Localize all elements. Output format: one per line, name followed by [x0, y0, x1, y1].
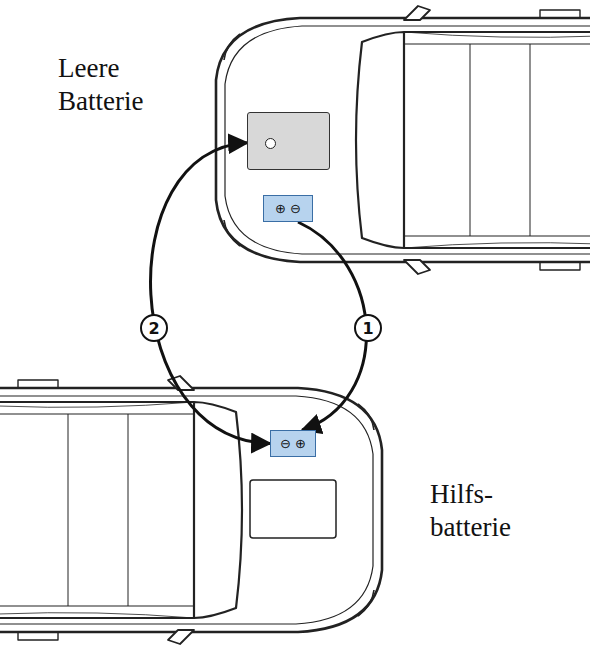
battery-caption: Hilfs- batterie — [430, 478, 558, 544]
battery-empty: ⊕⊖ — [263, 195, 313, 222]
battery-donor: ⊖⊕ — [270, 430, 316, 457]
ground-bolt — [265, 138, 276, 149]
terminal-symbol: ⊕ — [275, 202, 286, 215]
callout-number: 1 — [354, 314, 382, 342]
ground-point — [247, 112, 330, 170]
battery-caption: Leere Batterie — [58, 52, 190, 118]
terminal-symbol: ⊕ — [295, 437, 306, 450]
car-bottom — [0, 376, 382, 644]
engine-cover — [250, 480, 336, 538]
terminal-symbol: ⊖ — [290, 202, 301, 215]
jumper-cable — [151, 143, 270, 444]
terminal-symbol: ⊖ — [280, 437, 291, 450]
car-top — [216, 6, 590, 274]
callout-number: 2 — [140, 314, 168, 342]
